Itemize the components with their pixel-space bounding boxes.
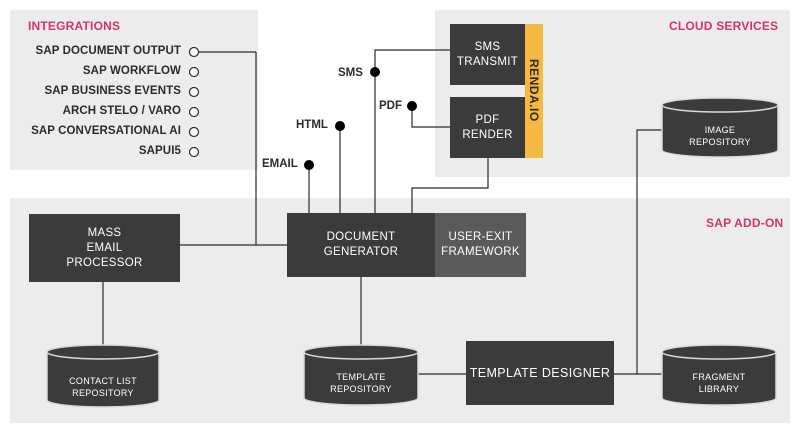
html-connector-label: HTML: [296, 119, 328, 131]
user-exit-framework-label: USER-EXIT FRAMEWORK: [441, 231, 520, 258]
integration-item: SAP CONVERSATIONAL AI: [31, 125, 181, 137]
image-repository-label: IMAGE REPOSITORY: [689, 125, 751, 147]
cloud-services-title: CLOUD SERVICES: [669, 19, 779, 33]
document-generator-box: DOCUMENT GENERATOR: [287, 213, 435, 277]
mass-email-processor-box: MASS EMAIL PROCESSOR: [29, 214, 180, 282]
renda-io-bar: [525, 24, 543, 158]
integrations-list: SAP DOCUMENT OUTPUT SAP WORKFLOW SAP BUS…: [10, 40, 181, 160]
integration-item: ARCH STELO / VARO: [62, 105, 181, 117]
integration-item: SAP BUSINESS EVENTS: [44, 85, 181, 97]
sms-connector-label: SMS: [338, 67, 363, 79]
template-designer-label: TEMPLATE DESIGNER: [469, 365, 611, 380]
contact-list-repository-label: CONTACT LIST REPOSITORY: [69, 376, 137, 398]
fragment-library-label: FRAGMENT LIBRARY: [692, 372, 746, 394]
database-shapes: [46, 97, 779, 408]
template-repository-label: TEMPLATE REPOSITORY: [330, 372, 392, 394]
document-generator-label: DOCUMENT GENERATOR: [323, 231, 399, 258]
pdf-render-box: PDF RENDER: [450, 97, 525, 158]
template-designer-box: TEMPLATE DESIGNER: [466, 341, 614, 405]
sap-addon-title: SAP ADD-ON: [706, 216, 784, 230]
sms-transmit-label: SMS TRANSMIT: [456, 40, 519, 68]
integration-item: SAP DOCUMENT OUTPUT: [35, 45, 181, 57]
mass-email-processor-label: MASS EMAIL PROCESSOR: [66, 226, 143, 269]
email-connector-label: EMAIL: [262, 158, 298, 170]
pdf-render-label: PDF RENDER: [462, 113, 513, 141]
integrations-panel: [10, 10, 258, 170]
sms-transmit-box: SMS TRANSMIT: [450, 24, 525, 85]
integrations-title: INTEGRATIONS: [28, 19, 121, 33]
integration-item: SAP WORKFLOW: [82, 65, 181, 77]
pdf-connector-label: PDF: [379, 100, 402, 112]
user-exit-framework-box: USER-EXIT FRAMEWORK: [435, 213, 526, 277]
integration-item: SAPUI5: [138, 145, 181, 157]
renda-io-label: RENDA.IO: [527, 59, 541, 122]
